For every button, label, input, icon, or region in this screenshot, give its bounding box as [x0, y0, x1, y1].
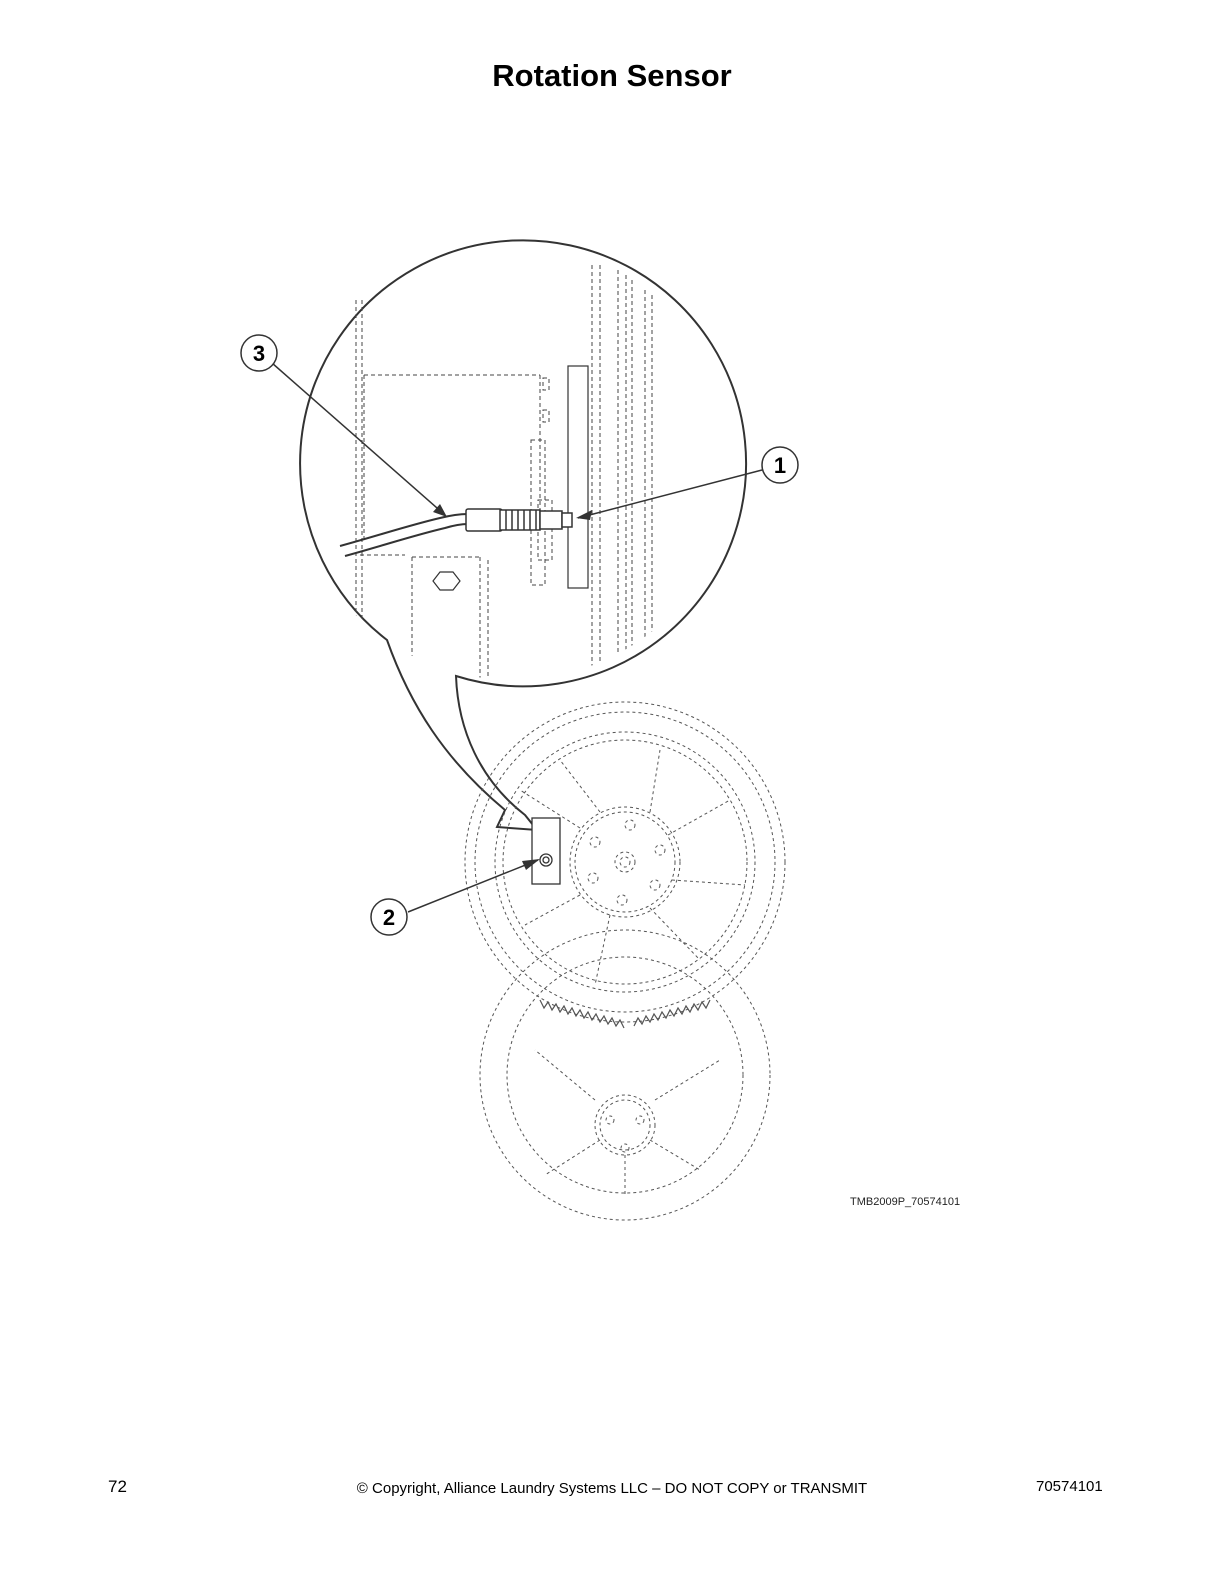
page-title: Rotation Sensor	[492, 58, 732, 93]
magnifier-bubble	[299, 239, 748, 832]
callout-3: 3	[240, 334, 447, 517]
callout-3-number: 3	[253, 341, 265, 366]
footer-copyright: © Copyright, Alliance Laundry Systems LL…	[356, 1480, 868, 1497]
footer-document-number: 70574101	[1036, 1478, 1103, 1495]
footer-page-number: 72	[108, 1477, 127, 1496]
callout-2: 2	[370, 859, 540, 936]
sensor-cable	[339, 513, 469, 547]
pulley-assembly	[464, 701, 786, 1221]
sensor-target-bracket	[531, 817, 561, 885]
drive-belt	[539, 999, 711, 1029]
magnified-detail	[299, 239, 748, 832]
rotation-sensor	[465, 508, 573, 532]
callout-1: 1	[576, 446, 799, 520]
callout-2-number: 2	[383, 905, 395, 930]
figure-id-label: TMB2009P_70574101	[850, 1196, 961, 1208]
callout-1-number: 1	[774, 453, 786, 478]
